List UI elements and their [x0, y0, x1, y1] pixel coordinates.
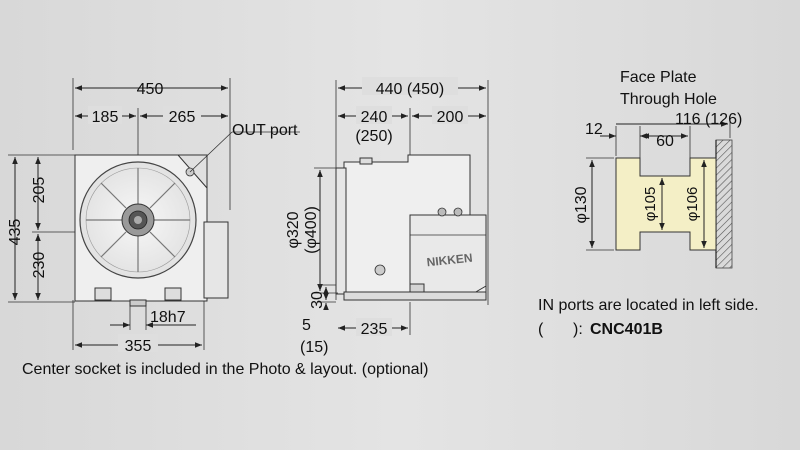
center-socket-note: Center socket is included in the Photo &…	[22, 361, 428, 378]
dim-440: 440 (450)	[376, 81, 445, 98]
face-plate-edge	[335, 167, 347, 295]
dim-450: 450	[137, 81, 164, 98]
dim-435: 435	[7, 219, 24, 246]
dim-15: (15)	[300, 339, 328, 356]
out-port-label: OUT port	[232, 122, 298, 139]
dim-235: 235	[361, 321, 388, 338]
dim-200: 200	[437, 109, 464, 126]
in-ports-note: IN ports are located in left side.	[538, 297, 759, 314]
motor-housing	[203, 221, 229, 299]
dim-5: 5	[302, 317, 311, 334]
dim-355: 355	[125, 338, 152, 355]
face-plate-detail: Face Plate Through Hole 12 60 116 (126) …	[573, 69, 742, 269]
dim-18h7: 18h7	[150, 309, 186, 326]
dim-116: 116 (126)	[675, 111, 742, 128]
dim-205: 205	[31, 177, 48, 204]
through-hole-body	[615, 157, 717, 251]
dim-185: 185	[92, 109, 119, 126]
model-paren-open: (	[538, 321, 544, 338]
model-name: CNC401B	[590, 321, 663, 338]
dim-phi320: φ320	[285, 211, 302, 248]
side-view: 440 (450) 240 (250) 200 NIKKEN φ320 (φ40…	[285, 77, 489, 356]
face-plate-title-1: Face Plate	[620, 69, 697, 86]
dim-phi400: (φ400)	[303, 206, 320, 254]
face-plate-title-2: Through Hole	[620, 91, 717, 108]
dim-phi130: φ130	[573, 186, 590, 223]
wall-hatch	[715, 139, 733, 269]
dim-60: 60	[656, 133, 674, 150]
in-port-icon-2	[453, 207, 463, 217]
in-port-icon-1	[437, 207, 447, 217]
dim-12: 12	[585, 121, 603, 138]
dim-phi105: φ105	[642, 187, 659, 222]
dim-250: (250)	[355, 128, 392, 145]
dim-230: 230	[31, 252, 48, 279]
front-view: 450 185 265 435 205 230	[7, 78, 300, 355]
dim-30: 30	[309, 291, 326, 309]
dim-240: 240	[361, 109, 388, 126]
dim-265: 265	[169, 109, 196, 126]
model-paren-close: ):	[573, 321, 583, 338]
dim-phi106: φ106	[684, 187, 701, 222]
brand-logo: NIKKEN	[426, 251, 473, 270]
